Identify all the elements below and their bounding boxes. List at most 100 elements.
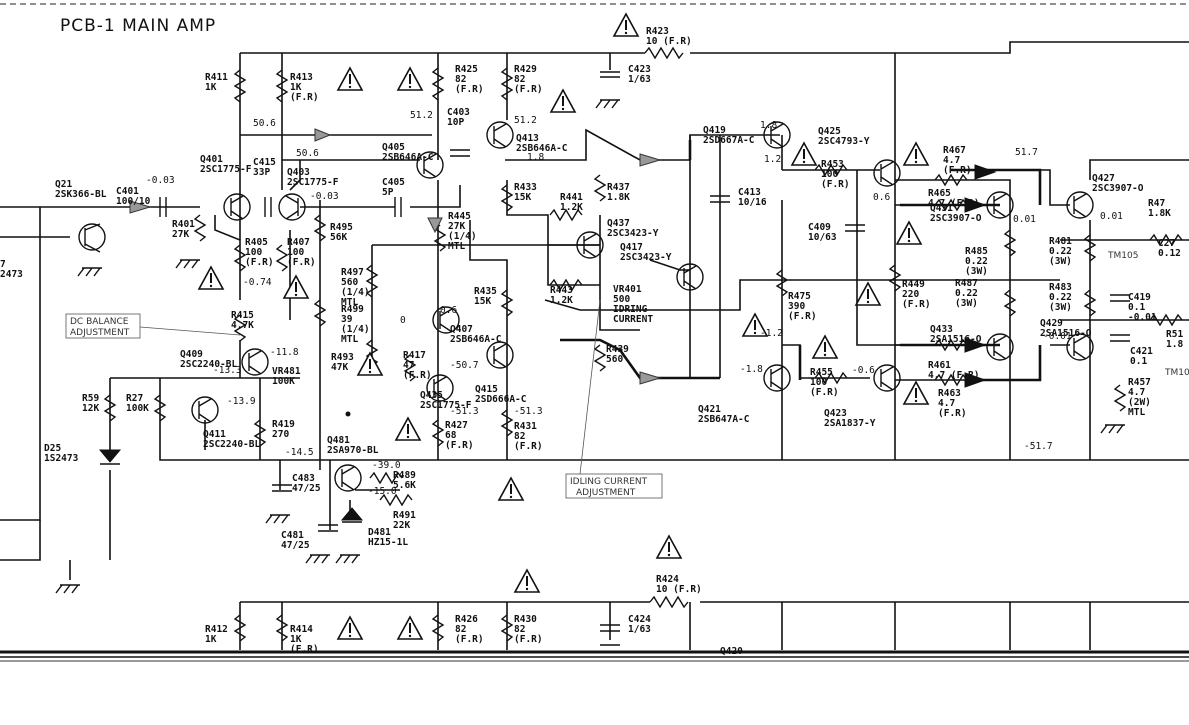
caution-icon xyxy=(396,66,424,91)
q481-label-line: 2SA970-BL xyxy=(327,445,379,456)
capacitor-symbols xyxy=(159,71,1130,632)
voltage-reading: -13.9 xyxy=(227,396,256,407)
c421-label-line: C421 xyxy=(1130,346,1153,357)
q411-label-line: Q411 xyxy=(203,429,226,440)
r491-label-line: R491 xyxy=(393,510,416,521)
caution-icon xyxy=(902,380,930,405)
c27-label-line: C27 xyxy=(1158,238,1175,249)
q437-symbol xyxy=(576,231,604,259)
voltage-reading: -0.01 xyxy=(1043,331,1072,342)
q437-label-line: 2SC3423-Y xyxy=(607,228,659,239)
voltage-reading: 0.01 xyxy=(1013,214,1036,225)
ground-icon xyxy=(175,259,200,269)
q429-label-line: 2SA1516-O xyxy=(1040,328,1092,339)
r430-label-line: 82 xyxy=(514,624,525,635)
voltage-reading: -1.2 xyxy=(760,328,783,339)
caution-icon xyxy=(497,476,525,501)
d25-diode-icon xyxy=(98,449,122,463)
r417-label-line: R417 xyxy=(403,350,426,361)
r413-label-line: 1K xyxy=(290,82,302,93)
caution-icon xyxy=(790,141,818,166)
caution-icon xyxy=(655,534,683,559)
q407-label-line: 2SB646A-C xyxy=(450,334,502,345)
caution-icon xyxy=(811,334,839,359)
r414-label-line: R414 xyxy=(290,624,313,635)
q403-label-line: 2SC1775-F xyxy=(287,177,339,188)
c27-label-line: 0.12 xyxy=(1158,248,1181,259)
q415-label-line: 2SD666A-C xyxy=(475,394,527,405)
q401-symbol xyxy=(223,193,251,221)
q405-symbol xyxy=(416,151,444,179)
q407-label-line: Q407 xyxy=(450,324,473,335)
r493-label-line: 47K xyxy=(331,362,348,373)
voltage-reading: -51.3 xyxy=(514,406,543,417)
voltage-reading: 1.8 xyxy=(760,120,777,131)
voltage-reading: 1.8 xyxy=(527,152,544,163)
q431-label-line: Q431 xyxy=(930,203,953,214)
r489-label-line: R489 xyxy=(393,470,416,481)
r457-label-line: (2W) xyxy=(1128,397,1151,408)
caution-icon xyxy=(741,312,769,337)
q417-label-line: Q417 xyxy=(620,242,643,253)
q411-symbol xyxy=(191,396,219,424)
c423-label-line: 1/63 xyxy=(628,74,651,85)
voltage-reading: 50.6 xyxy=(296,148,319,159)
vr481-label-line: 100K xyxy=(272,376,295,387)
r493-label-line: R493 xyxy=(331,352,354,363)
vr401-label-line: CURRENT xyxy=(613,314,653,325)
c415-label-line: 33P xyxy=(253,167,270,178)
q427-label-line: Q427 xyxy=(1092,173,1115,184)
voltage-reading: -1.8 xyxy=(740,364,763,375)
q411-label-line: 2SC2240-BL xyxy=(203,439,260,450)
c413-label-line: C413 xyxy=(738,187,761,198)
output-arrow-icon xyxy=(964,337,987,353)
r481-label-line: R481 xyxy=(1049,236,1072,247)
c421-label-line: 0.1 xyxy=(1130,356,1147,367)
q431-symbol xyxy=(986,191,1014,219)
c401-label-line: C401 xyxy=(116,186,139,197)
caution-icon xyxy=(336,66,364,91)
r475-label-line: R475 xyxy=(788,291,811,302)
r411-label-line: 1K xyxy=(205,82,217,93)
c423-label-line: C423 xyxy=(628,64,651,75)
r51-label-line: 1.8 xyxy=(1166,339,1183,350)
r426-label-line: R426 xyxy=(455,614,478,625)
c483-label-line: C483 xyxy=(292,473,315,484)
r499-label-line: (1/4) xyxy=(341,324,370,335)
caution-icon xyxy=(394,416,422,441)
r417-label-line: (F.R) xyxy=(403,370,432,381)
q425-symbol xyxy=(873,159,901,187)
r483-label-line: R483 xyxy=(1049,282,1072,293)
caution-icon xyxy=(612,12,640,37)
caution-icon xyxy=(396,615,424,640)
transistor-symbols xyxy=(78,121,1094,492)
q413-label-line: Q413 xyxy=(516,133,539,144)
r425-label-line: (F.R) xyxy=(455,84,484,95)
c403-label-line: 10P xyxy=(447,117,464,128)
r499-label-line: MTL xyxy=(341,334,358,345)
q420-label: Q420 xyxy=(720,646,743,657)
r429-label-line: (F.R) xyxy=(514,84,543,95)
ground-icon xyxy=(305,554,330,564)
r463-label-line: (F.R) xyxy=(938,408,967,419)
